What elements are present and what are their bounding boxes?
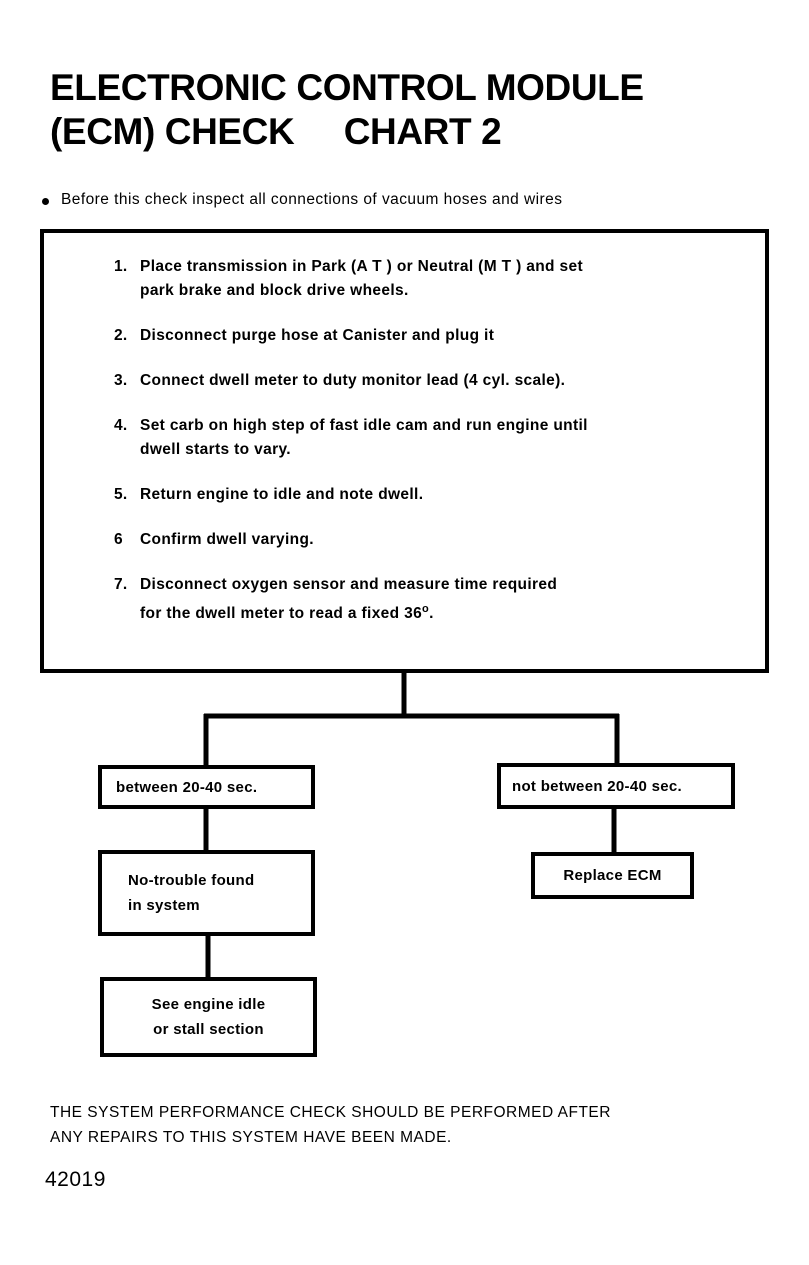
step-text: Return engine to idle and note dwell.	[140, 486, 424, 503]
instruction-box: 1. Place transmission in Park (A T ) or …	[40, 229, 769, 673]
step-text: Place transmission in Park (A T ) or Neu…	[140, 258, 583, 299]
step-text: Set carb on high step of fast idle cam a…	[140, 417, 588, 458]
step-number: 1.	[114, 258, 128, 275]
step-text: Disconnect oxygen sensor and measure tim…	[140, 573, 557, 626]
flow-box-not-between-20-40: not between 20-40 sec.	[497, 763, 735, 809]
step-item: 4. Set carb on high step of fast idle ca…	[114, 414, 739, 462]
bullet-icon	[42, 198, 49, 205]
flow-box-no-trouble-found: No-trouble found in system	[98, 850, 315, 936]
step-text: Confirm dwell varying.	[140, 531, 314, 548]
title-line-1: ELECTRONIC CONTROL MODULE	[50, 67, 644, 108]
steps-list: 1. Place transmission in Park (A T ) or …	[114, 255, 739, 647]
step-number: 5.	[114, 486, 128, 503]
flow-box-label: not between 20-40 sec.	[512, 777, 682, 795]
step-item: 3. Connect dwell meter to duty monitor l…	[114, 369, 739, 393]
step-item: 6 Confirm dwell varying.	[114, 528, 739, 552]
precheck-note: Before this check inspect all connection…	[42, 190, 772, 210]
step-item: 5. Return engine to idle and note dwell.	[114, 483, 739, 507]
degree-symbol: o	[422, 603, 430, 615]
step-number: 3.	[114, 372, 128, 389]
step-item: 7. Disconnect oxygen sensor and measure …	[114, 573, 739, 626]
step-text-main: Disconnect oxygen sensor and measure tim…	[140, 576, 558, 623]
flow-box-between-20-40: between 20-40 sec.	[98, 765, 315, 809]
footer-note: THE SYSTEM PERFORMANCE CHECK SHOULD BE P…	[50, 1104, 611, 1146]
flow-box-label: See engine idle or stall section	[151, 996, 266, 1038]
precheck-note-text: Before this check inspect all connection…	[61, 191, 563, 208]
flow-box-label: No-trouble found in system	[128, 872, 255, 914]
step-number: 7.	[114, 576, 128, 593]
flow-box-label: Replace ECM	[563, 867, 662, 884]
step-number: 2.	[114, 327, 128, 344]
part-number: 42019	[45, 1168, 106, 1191]
step-item: 2. Disconnect purge hose at Canister and…	[114, 324, 739, 348]
flow-box-replace-ecm: Replace ECM	[531, 852, 694, 899]
step-item: 1. Place transmission in Park (A T ) or …	[114, 255, 739, 303]
flow-box-see-engine-idle: See engine idle or stall section	[100, 977, 317, 1057]
step-text: Disconnect purge hose at Canister and pl…	[140, 327, 495, 344]
step-text: Connect dwell meter to duty monitor lead…	[140, 372, 566, 389]
step-text-tail: .	[429, 605, 434, 623]
page-title: ELECTRONIC CONTROL MODULE (ECM) CHECK CH…	[50, 66, 770, 154]
step-number: 4.	[114, 417, 128, 434]
step-number: 6	[114, 531, 123, 548]
flow-box-label: between 20-40 sec.	[116, 778, 258, 796]
title-line-2: (ECM) CHECK CHART 2	[50, 111, 502, 152]
